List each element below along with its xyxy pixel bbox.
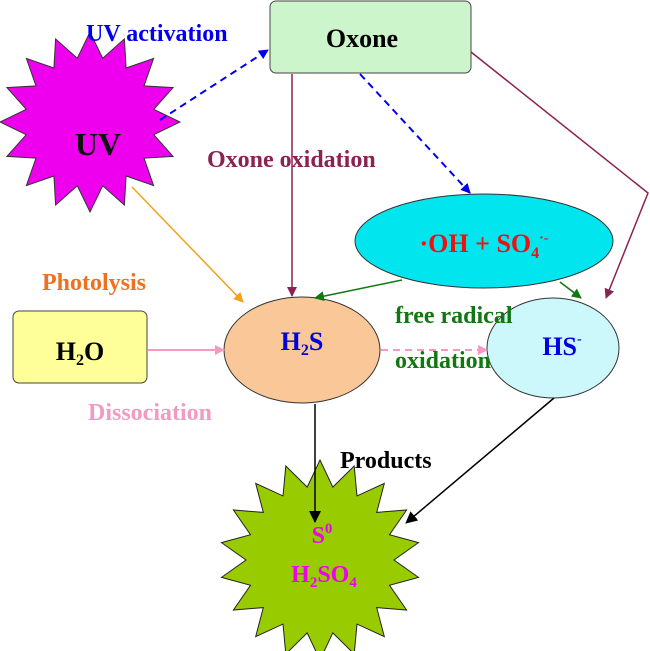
arrow-hs-products	[405, 397, 555, 524]
radicals-label: ·OH + SO4·-	[420, 229, 549, 262]
photolysis-label: Photolysis	[42, 270, 146, 296]
radicals-ellipse	[354, 193, 614, 289]
h2o-label: H2O	[56, 337, 104, 369]
products-label: Products	[340, 448, 432, 474]
arrow-uv-oxone	[159, 49, 269, 121]
arrow-oxone-hs	[470, 51, 649, 299]
h2so4-label: H2SO4	[291, 562, 357, 591]
oxone-oxidation-label: Oxone oxidation	[207, 147, 376, 173]
h2s-label: H2S	[281, 327, 324, 359]
products-star	[220, 458, 420, 651]
uv-activation-label: UV activation	[86, 21, 228, 47]
arrow-oxone-radicals	[359, 73, 471, 194]
free-radical-label: free radical	[395, 303, 513, 329]
oxone-box	[269, 0, 472, 74]
s0-label: S0	[312, 521, 333, 549]
oxidation-label: oxidation	[395, 348, 491, 374]
uv-label: UV	[75, 126, 121, 162]
hs-label: HS-	[542, 332, 582, 361]
arrow-uv-h2s	[131, 186, 244, 303]
dissociation-label: Dissociation	[88, 400, 212, 426]
oxone-label: Oxone	[326, 24, 398, 53]
uv-star	[0, 30, 182, 214]
arrow-radicals-hs	[559, 281, 582, 299]
h2o-box	[12, 310, 148, 384]
arrow-radicals-h2s	[314, 279, 403, 302]
